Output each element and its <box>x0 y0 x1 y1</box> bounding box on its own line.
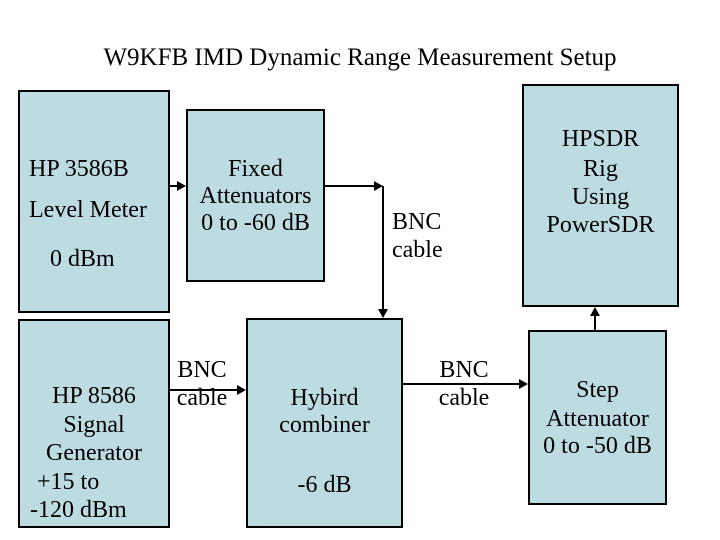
block-step-attenuator: Step Attenuator 0 to -50 dB <box>528 330 667 505</box>
arrowhead-right-icon <box>177 181 186 191</box>
block-hp8586-signal-generator: HP 8586 Signal Generator +15 to -120 dBm <box>18 319 170 528</box>
label-line: cable <box>438 385 490 411</box>
label-bnc-cable-fixed-to-combiner: BNC cable <box>392 208 443 264</box>
connector-line <box>170 389 238 391</box>
block-text-line: Level Meter <box>29 197 147 223</box>
block-text-line: Signal <box>63 412 125 438</box>
block-text-line: Using <box>571 184 630 210</box>
connector-line <box>170 185 178 187</box>
block-text-line: +15 to <box>37 469 100 495</box>
connector-line <box>325 185 375 187</box>
block-text-line: 0 dBm <box>50 246 115 272</box>
block-text-line: combiner <box>279 412 370 438</box>
block-text-line: Hybird <box>290 385 359 411</box>
arrowhead-right-icon <box>374 181 383 191</box>
block-text-line: Rig <box>583 156 618 182</box>
block-hybrid-combiner: Hybird combiner -6 dB <box>246 318 403 528</box>
block-hpsdr-rig: HPSDR Rig Using PowerSDR <box>522 84 679 307</box>
block-text-line: Generator <box>46 440 142 466</box>
label-line: BNC <box>177 357 227 383</box>
block-fixed-attenuators: Fixed Attenuators 0 to -60 dB <box>186 109 325 282</box>
block-text-line: 0 to -60 dB <box>201 210 310 236</box>
block-text-line: Attenuators <box>199 183 312 209</box>
label-line: BNC <box>392 209 442 235</box>
block-text-line: HPSDR <box>561 126 640 152</box>
block-text-line: -120 dBm <box>30 497 127 523</box>
block-text-line: Attenuator <box>546 406 649 432</box>
block-text-line: HP 3586B <box>29 156 129 182</box>
block-hp3586b-level-meter: HP 3586B Level Meter 0 dBm <box>18 90 170 313</box>
arrowhead-up-icon <box>590 307 600 316</box>
block-text-line: 0 to -50 dB <box>543 433 652 459</box>
label-bnc-cable-combiner-to-step: BNC cable <box>433 356 495 412</box>
block-text-line: Step <box>576 377 619 403</box>
connector-line <box>382 186 384 309</box>
block-text-line: PowerSDR <box>546 212 655 238</box>
connector-line <box>403 383 520 385</box>
label-line: BNC <box>439 357 489 383</box>
block-text-line: -6 dB <box>297 472 352 498</box>
label-bnc-cable-hp8586-to-combiner: BNC cable <box>171 356 233 412</box>
arrowhead-right-icon <box>519 379 528 389</box>
label-line: cable <box>176 385 228 411</box>
diagram-title: W9KFB IMD Dynamic Range Measurement Setu… <box>103 44 617 71</box>
arrowhead-right-icon <box>237 385 246 395</box>
label-line: cable <box>392 237 443 263</box>
arrowhead-down-icon <box>378 309 388 318</box>
connector-line <box>594 314 596 330</box>
block-text-line: Fixed <box>228 156 283 182</box>
block-text-line: HP 8586 <box>52 383 136 409</box>
